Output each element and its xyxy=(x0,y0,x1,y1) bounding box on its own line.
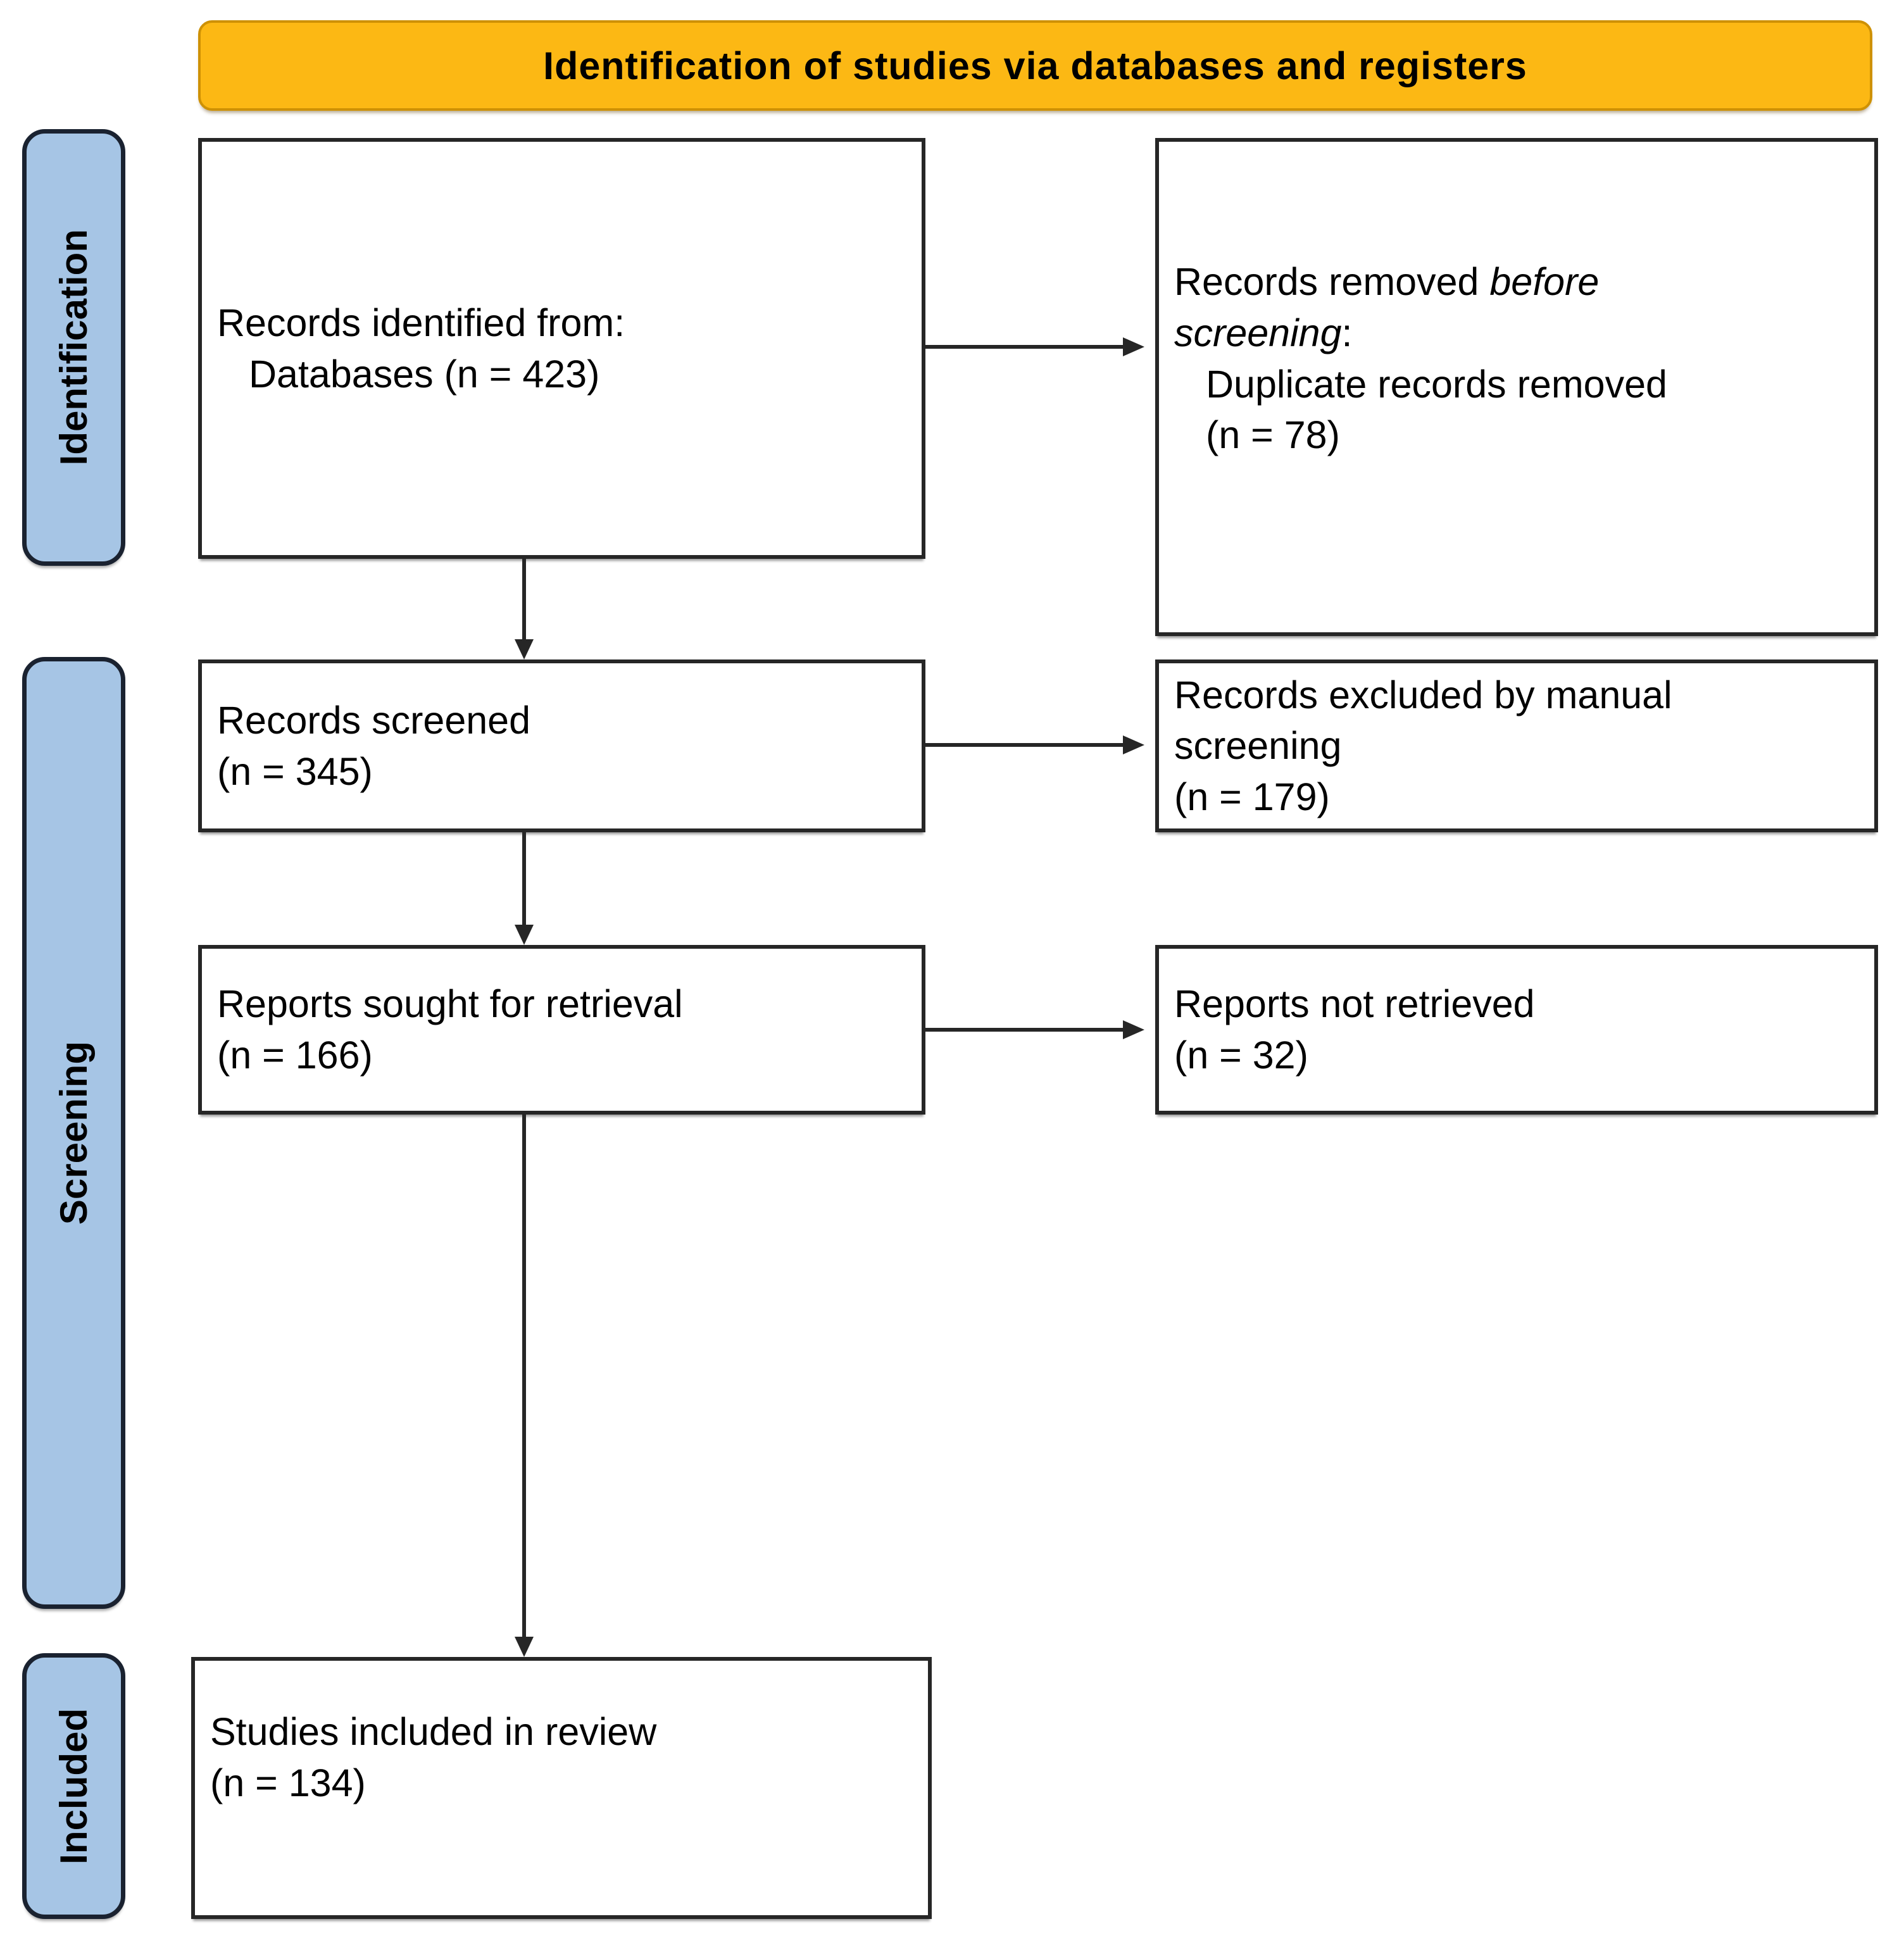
box-reports-sought: Reports sought for retrieval (n = 166) xyxy=(198,945,925,1115)
box-studies-included: Studies included in review (n = 134) xyxy=(191,1657,932,1919)
arrow-sought-to-not-retrieved-head-icon xyxy=(1123,1020,1144,1039)
stage-bar-identification: Identification xyxy=(22,129,125,566)
reports-not-retrieved-line1: Reports not retrieved xyxy=(1174,982,1535,1026)
arrow-sought-to-not-retrieved-line xyxy=(925,1028,1124,1032)
arrow-screened-to-excluded-head-icon xyxy=(1123,735,1144,754)
arrow-sought-to-included-head-icon xyxy=(515,1637,534,1657)
records-removed-line2: Duplicate records removed xyxy=(1206,362,1667,406)
box-reports-not-retrieved: Reports not retrieved (n = 32) xyxy=(1155,945,1878,1115)
reports-sought-line1: Reports sought for retrieval xyxy=(217,982,683,1026)
stage-label-identification: Identification xyxy=(53,229,95,466)
studies-included-line1: Studies included in review xyxy=(210,1710,657,1753)
box-records-identified: Records identified from: Databases (n = … xyxy=(198,138,925,559)
arrow-sought-to-included-line xyxy=(522,1115,526,1638)
box-records-removed: Records removed before screening: Duplic… xyxy=(1155,138,1878,636)
box-records-screened: Records screened (n = 345) xyxy=(198,659,925,832)
studies-included-line2: (n = 134) xyxy=(210,1761,366,1804)
stage-bar-included: Included xyxy=(22,1653,125,1919)
records-removed-line1: Records removed before screening: xyxy=(1174,256,1744,358)
records-screened-line2: (n = 345) xyxy=(217,749,373,793)
arrow-identified-to-removed-head-icon xyxy=(1123,337,1144,356)
reports-not-retrieved-line2: (n = 32) xyxy=(1174,1034,1308,1077)
arrow-screened-to-excluded-line xyxy=(925,743,1124,747)
stage-label-included: Included xyxy=(53,1708,95,1865)
arrow-identified-to-screened-line xyxy=(522,559,526,641)
records-identified-line2: Databases (n = 423) xyxy=(249,352,600,396)
arrow-screened-to-sought-head-icon xyxy=(515,925,534,945)
records-removed-line3: (n = 78) xyxy=(1206,413,1340,457)
arrow-screened-to-sought-line xyxy=(522,832,526,926)
stage-bar-screening: Screening xyxy=(22,657,125,1609)
records-removed-line1-italic: before screening xyxy=(1174,260,1600,354)
records-excluded-line1: Records excluded by manual screening xyxy=(1174,673,1672,768)
arrow-identified-to-removed-line xyxy=(925,345,1124,349)
box-records-excluded: Records excluded by manual screening (n … xyxy=(1155,659,1878,832)
diagram-title: Identification of studies via databases … xyxy=(543,44,1527,87)
stage-label-screening: Screening xyxy=(53,1041,95,1225)
records-removed-line1-pre: Records removed xyxy=(1174,260,1490,304)
records-identified-line1: Records identified from: xyxy=(217,301,625,344)
records-removed-line1-post: : xyxy=(1341,311,1353,354)
records-excluded-line2: (n = 179) xyxy=(1174,775,1330,818)
arrow-identified-to-screened-head-icon xyxy=(515,639,534,659)
reports-sought-line2: (n = 166) xyxy=(217,1034,373,1077)
records-screened-line1: Records screened xyxy=(217,698,531,742)
header-banner: Identification of studies via databases … xyxy=(198,20,1872,111)
